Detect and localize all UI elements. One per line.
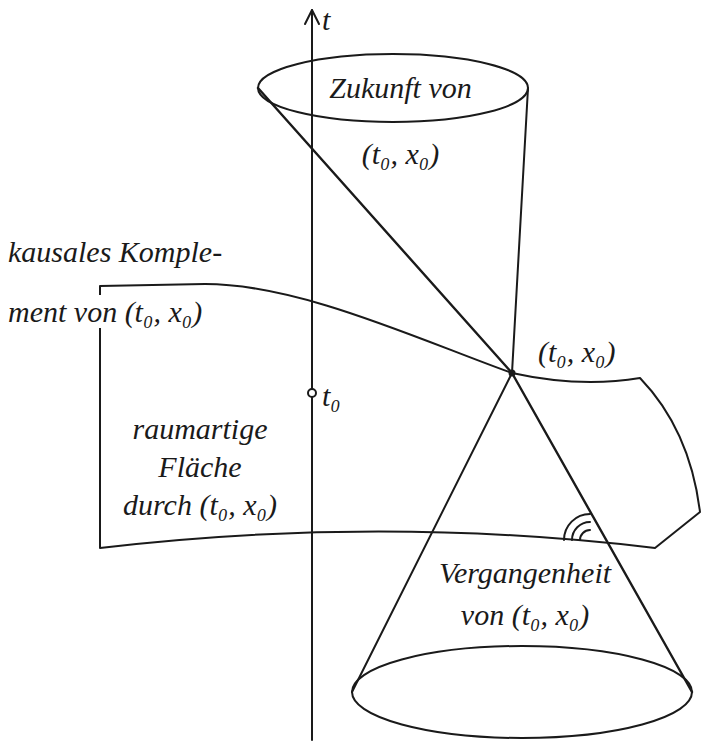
cone-generator <box>258 88 692 692</box>
surface-hatch <box>572 522 590 540</box>
time-point-marker <box>308 389 316 397</box>
label-text: t₀ <box>322 379 341 412</box>
causal-complement-label: kausales Komple-ment von (t₀, x₀) <box>8 222 248 342</box>
past-cone-label: Vergangenheit von (t₀, x₀) <box>425 552 625 636</box>
surface-hatch <box>564 514 590 540</box>
label-text: Vergangenheit von (t₀, x₀) <box>439 556 611 631</box>
event-label: (t₀, x₀) <box>538 334 658 370</box>
label-text: kausales Komple-ment von (t₀, x₀) <box>8 235 222 328</box>
surface-label: raumartige Fläche durch (t₀, x₀) <box>100 410 300 524</box>
future-cone-label: Zukunft von (t₀, x₀) <box>318 55 483 187</box>
label-text: t <box>322 3 330 36</box>
time-point-label: t₀ <box>322 378 362 414</box>
wrap-spacer <box>274 410 300 486</box>
time-axis <box>311 10 313 740</box>
axis-label: t <box>322 2 362 38</box>
past-cone-rim <box>352 646 692 738</box>
label-text: raumartige Fläche durch (t₀, x₀) <box>123 412 277 521</box>
label-text: Zukunft von (t₀, x₀) <box>329 71 472 170</box>
label-text: (t₀, x₀) <box>538 335 616 368</box>
wrap-spacer <box>100 410 126 486</box>
event-point <box>509 370 516 377</box>
surface-hatch <box>580 530 590 540</box>
axis-arrowhead <box>305 10 319 24</box>
